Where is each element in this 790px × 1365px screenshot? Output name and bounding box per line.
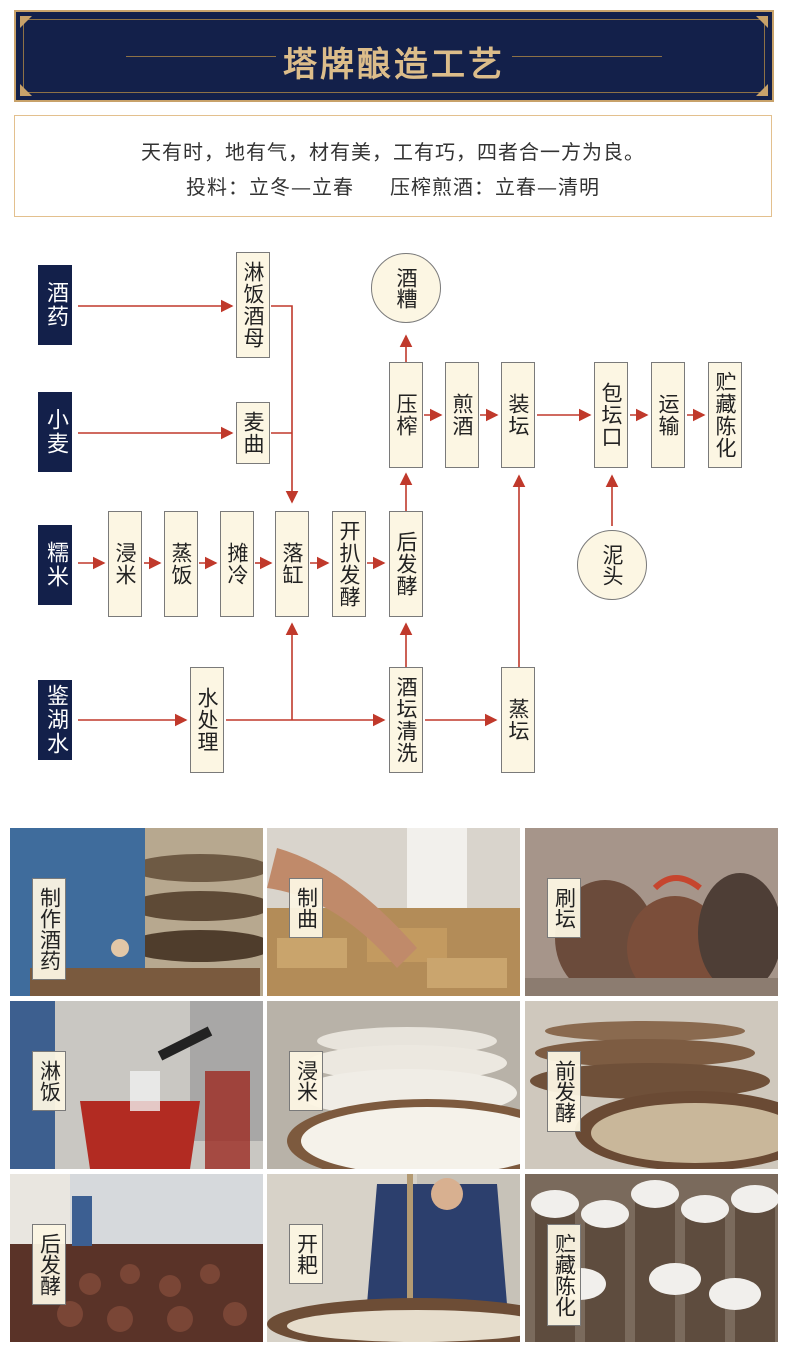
intro-schedule-feeding: 投料：立冬—立春	[186, 175, 354, 199]
node-houfajiao: 后发酵	[389, 511, 423, 617]
photo-label: 后发酵	[32, 1224, 66, 1305]
flow-arrows	[78, 299, 706, 727]
node-jinmi: 浸米	[108, 511, 142, 617]
photo-tile: 淋饭	[10, 1001, 263, 1169]
node-yazha: 压榨	[389, 362, 423, 468]
photo-tile: 贮藏陈化	[525, 1174, 778, 1342]
banner-inner-frame	[23, 19, 765, 93]
node-nitou: 泥头	[577, 530, 647, 600]
node-zhengfan: 蒸饭	[164, 511, 198, 617]
photo-label: 制作酒药	[32, 878, 66, 980]
photo-tile: 刷坛	[525, 828, 778, 996]
photo-linfan-image	[10, 1001, 263, 1169]
node-luogang: 落缸	[275, 511, 309, 617]
photo-label: 刷坛	[547, 878, 581, 938]
intro-schedule: 投料：立冬—立春 压榨煎酒：立春—清明	[15, 171, 771, 200]
node-jianjiu: 煎酒	[445, 362, 479, 468]
photo-tile: 开耙	[267, 1174, 520, 1342]
photo-tile: 前发酵	[525, 1001, 778, 1169]
corner-ornament-icon	[20, 16, 32, 28]
photo-label: 制曲	[289, 878, 323, 938]
node-yunshu: 运输	[651, 362, 685, 468]
photo-soaking-rice-image	[267, 1001, 520, 1169]
node-kaipa-fajiao: 开扒发酵	[332, 511, 366, 617]
node-maiqu: 麦曲	[236, 402, 270, 464]
corner-ornament-icon	[756, 84, 768, 96]
node-tanleng: 摊冷	[220, 511, 254, 617]
photo-primary-fermentation-image	[525, 1001, 778, 1169]
corner-ornament-icon	[756, 16, 768, 28]
source-jiuyao: 酒药	[38, 265, 72, 345]
source-nuomi: 糯米	[38, 525, 72, 605]
node-zhengtan: 蒸坛	[501, 667, 535, 773]
header-banner: 塔牌酿造工艺	[14, 10, 774, 102]
page-title: 塔牌酿造工艺	[283, 45, 505, 85]
photo-label: 淋饭	[32, 1051, 66, 1111]
intro-box: 天有时，地有气，材有美，工有巧，四者合一方为良。 投料：立冬—立春 压榨煎酒：立春…	[14, 115, 772, 217]
source-jianhushui: 鉴湖水	[38, 680, 72, 760]
photo-label: 浸米	[289, 1051, 323, 1111]
node-shuichuli: 水处理	[190, 667, 224, 773]
intro-motto: 天有时，地有气，材有美，工有巧，四者合一方为良。	[141, 140, 645, 164]
photo-tile: 制作酒药	[10, 828, 263, 996]
banner-rule-right	[512, 56, 662, 57]
photo-tile: 后发酵	[10, 1174, 263, 1342]
corner-ornament-icon	[20, 84, 32, 96]
banner-rule-left	[126, 56, 276, 57]
source-xiaomai: 小麦	[38, 392, 72, 472]
node-jiuzao: 酒糟	[371, 253, 441, 323]
process-flowchart: 酒药 小麦 糯米 鉴湖水 淋饭酒母 麦曲 浸米 蒸饭 摊冷 落缸 开扒发酵 后发…	[0, 240, 790, 780]
photo-label: 前发酵	[547, 1051, 581, 1132]
photo-label: 贮藏陈化	[547, 1224, 581, 1326]
photo-grid: 制作酒药 制曲 刷坛	[10, 828, 778, 1360]
node-zhucang-chenhua: 贮藏陈化	[708, 362, 742, 468]
node-zhuangtan: 装坛	[501, 362, 535, 468]
node-baotankou: 包坛口	[594, 362, 628, 468]
node-jiutan-qingxi: 酒坛清洗	[389, 667, 423, 773]
photo-tile: 制曲	[267, 828, 520, 996]
photo-label: 开耙	[289, 1224, 323, 1284]
photo-tile: 浸米	[267, 1001, 520, 1169]
node-linfan-jiumu: 淋饭酒母	[236, 252, 270, 358]
intro-schedule-pressing: 压榨煎酒：立春—清明	[390, 175, 600, 199]
